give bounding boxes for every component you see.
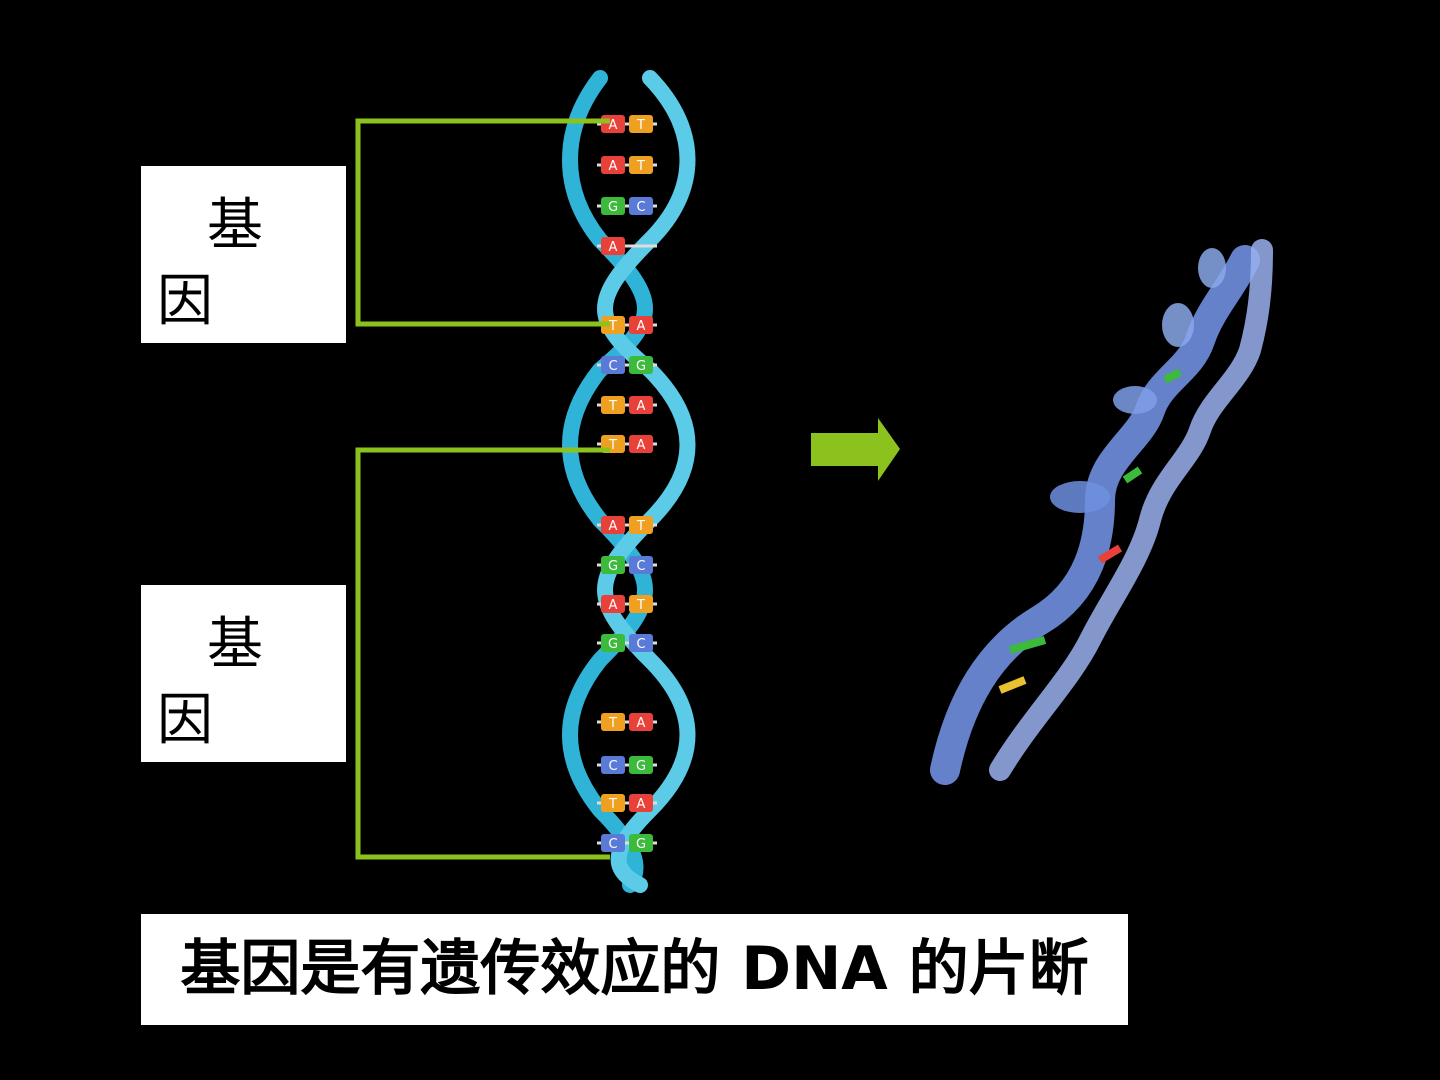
base-letter: T bbox=[636, 159, 645, 174]
base-letter: T bbox=[636, 519, 645, 534]
base-letter: A bbox=[609, 240, 618, 255]
base-letter: A bbox=[609, 519, 618, 534]
gene-label-1: 基 因 bbox=[141, 166, 346, 343]
base-letter: A bbox=[637, 399, 646, 414]
gene-label-2-line2: 因 bbox=[157, 691, 213, 751]
coiled-dna-illustration bbox=[945, 248, 1262, 770]
base-letter: A bbox=[637, 716, 646, 731]
gene-label-2: 基 因 bbox=[141, 585, 346, 762]
base-letter: T bbox=[608, 399, 617, 414]
base-letter: A bbox=[637, 438, 646, 453]
base-letter: G bbox=[636, 759, 646, 774]
gene-label-1-line2: 因 bbox=[157, 272, 213, 332]
base-letter: C bbox=[636, 200, 645, 215]
base-letter: C bbox=[636, 559, 645, 574]
base-letter: A bbox=[609, 598, 618, 613]
gene-label-2-line1: 基 bbox=[207, 615, 263, 675]
base-letter: T bbox=[636, 118, 645, 133]
right-arrow-icon bbox=[811, 418, 900, 481]
base-letter: T bbox=[608, 797, 617, 812]
base-letter: C bbox=[636, 637, 645, 652]
gene-label-1-line1: 基 bbox=[207, 196, 263, 256]
base-letter: A bbox=[637, 319, 646, 334]
base-letter: G bbox=[608, 559, 618, 574]
base-letter: T bbox=[608, 716, 617, 731]
base-letter: G bbox=[636, 359, 646, 374]
base-letter: G bbox=[608, 200, 618, 215]
base-letter: G bbox=[608, 637, 618, 652]
base-letter: T bbox=[636, 598, 645, 613]
base-letter: A bbox=[609, 159, 618, 174]
gene-bracket-2 bbox=[358, 450, 610, 857]
base-letter: C bbox=[608, 759, 617, 774]
base-letter: G bbox=[636, 837, 646, 852]
caption: 基因是有遗传效应的 DNA 的片断 bbox=[141, 914, 1128, 1025]
base-letter: A bbox=[637, 797, 646, 812]
base-letter: C bbox=[608, 837, 617, 852]
base-letter: C bbox=[608, 359, 617, 374]
